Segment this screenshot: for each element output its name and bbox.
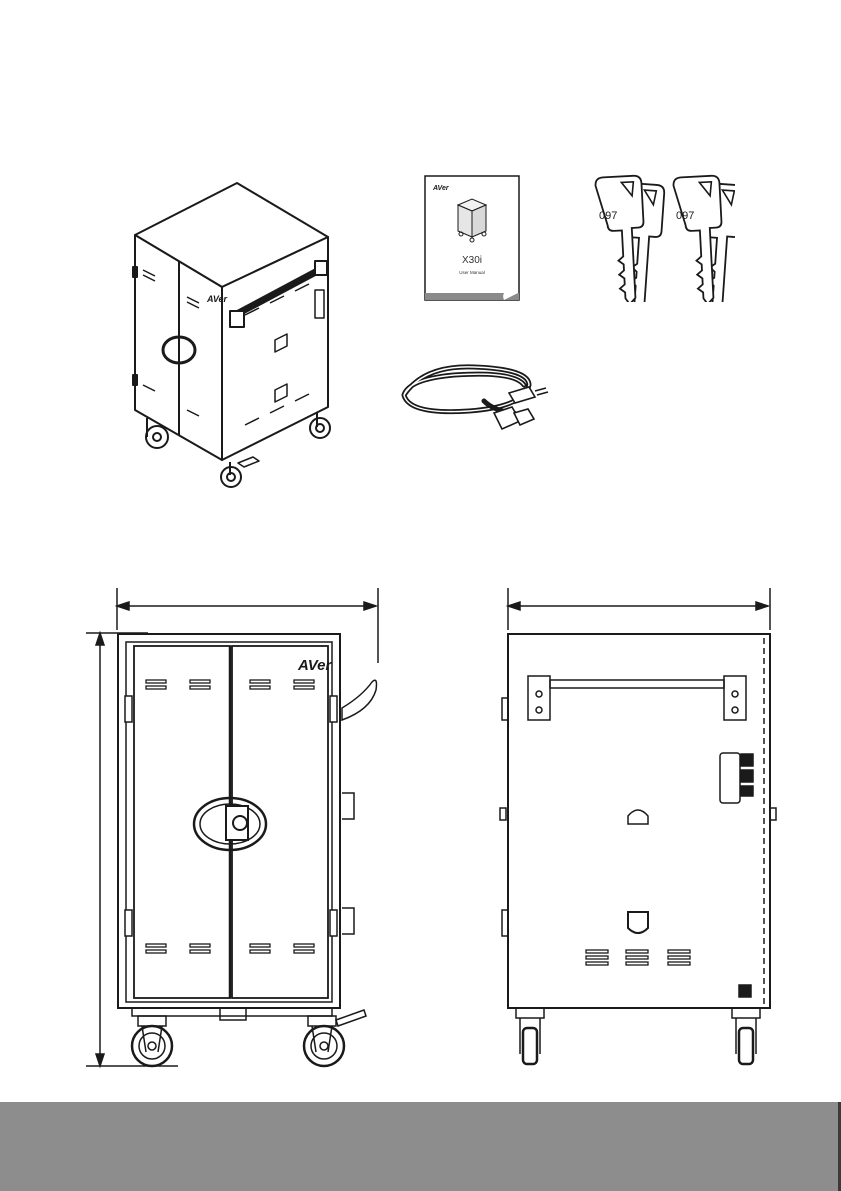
keys-illustration: 097 097 — [585, 172, 735, 302]
manual-subtitle: User Manual — [459, 270, 485, 275]
cart-front-view-drawing: AVer — [80, 588, 385, 1073]
user-manual-booklet: AVer X30i User Manual — [424, 175, 520, 301]
power-cord-illustration — [394, 355, 554, 445]
manual-brand: AVer — [432, 185, 450, 192]
door-logo-small: AVer — [206, 294, 228, 304]
key-number-2: 097 — [676, 210, 694, 222]
manual-model: X30i — [462, 255, 482, 266]
key-number-1: 097 — [599, 210, 617, 222]
footer-bar — [0, 1102, 838, 1191]
cart-perspective-illustration: AVer — [125, 175, 350, 495]
door-logo: AVer — [297, 657, 333, 674]
cart-side-view-drawing — [496, 588, 786, 1073]
